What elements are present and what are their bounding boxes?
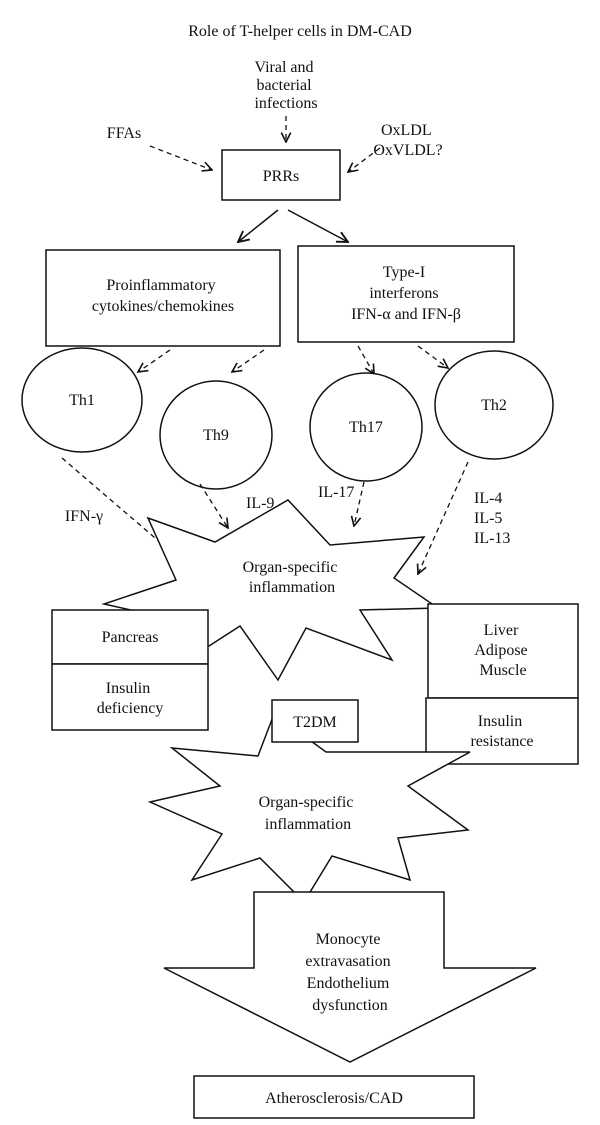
pancreas-label: Pancreas <box>102 629 159 646</box>
il4-5-13-label: IL-4 IL-5 IL-13 <box>474 490 510 547</box>
t2dm-box <box>271 699 359 743</box>
arrow-th17-to-inflammation <box>354 481 365 526</box>
arrow-proinflammatory-to-th9 <box>232 349 265 372</box>
proinflammatory-label: Proinflammatory cytokines/chemokines <box>92 277 234 315</box>
th2-ellipse <box>434 350 554 460</box>
viral-infections-label: Viral and bacterial infections <box>254 59 317 112</box>
prrs-box <box>221 149 341 201</box>
arrow-proinflammatory-to-th1 <box>138 349 171 372</box>
atherosclerosis-box <box>193 1075 475 1119</box>
th9-label: Th9 <box>203 427 229 444</box>
diagram-title: Role of T-helper cells in DM-CAD <box>188 23 412 40</box>
insulin-resistance-label: Insulin resistance <box>470 713 533 750</box>
organ-inflammation-label-2: Organ-specific inflammation <box>259 794 358 833</box>
t2dm-label: T2DM <box>293 714 337 731</box>
ffas-label: FFAs <box>107 125 141 142</box>
th2-label: Th2 <box>481 397 507 414</box>
arrow-th9-to-inflammation <box>199 483 228 528</box>
liver-adipose-muscle-box <box>427 603 579 699</box>
th17-label: Th17 <box>349 419 383 436</box>
insulin-deficiency-box <box>51 663 209 731</box>
th9-ellipse <box>159 380 273 490</box>
atherosclerosis-label: Atherosclerosis/CAD <box>265 1090 403 1107</box>
ifn-gamma-label: IFN-γ <box>65 508 103 525</box>
th1-ellipse <box>21 347 143 453</box>
arrow-prrs-to-interferons <box>287 209 348 242</box>
arrow-prrs-to-proinflammatory <box>238 209 279 242</box>
monocyte-arrow-label: Monocyte extravasation Endothelium dysfu… <box>305 931 394 1014</box>
th17-ellipse <box>309 372 423 482</box>
prrs-label: PRRs <box>263 168 299 185</box>
interferons-label: Type-I interferons IFN-α and IFN-β <box>351 264 461 323</box>
monocyte-arrow-shape <box>163 891 537 1063</box>
arrow-interferons-to-th2 <box>417 345 448 368</box>
arrow-th1-to-inflammation <box>61 457 176 556</box>
arrow-ffas-to-prrs <box>149 145 212 170</box>
th1-label: Th1 <box>69 392 95 409</box>
interferons-box <box>297 245 515 343</box>
oxldl-label: OxLDL OxVLDL? <box>373 122 442 159</box>
il9-label: IL-9 <box>246 495 274 512</box>
organ-inflammation-label-1: Organ-specific inflammation <box>243 559 342 596</box>
proinflammatory-box <box>45 249 281 347</box>
arrow-interferons-to-th17 <box>357 345 374 374</box>
arrow-oxldl-to-prrs <box>348 147 381 172</box>
insulin-deficiency-label: Insulin deficiency <box>97 680 164 717</box>
il17-label: IL-17 <box>318 484 354 501</box>
liver-adipose-muscle-label: Liver Adipose Muscle <box>474 622 531 679</box>
arrow-th2-to-inflammation <box>418 461 469 574</box>
